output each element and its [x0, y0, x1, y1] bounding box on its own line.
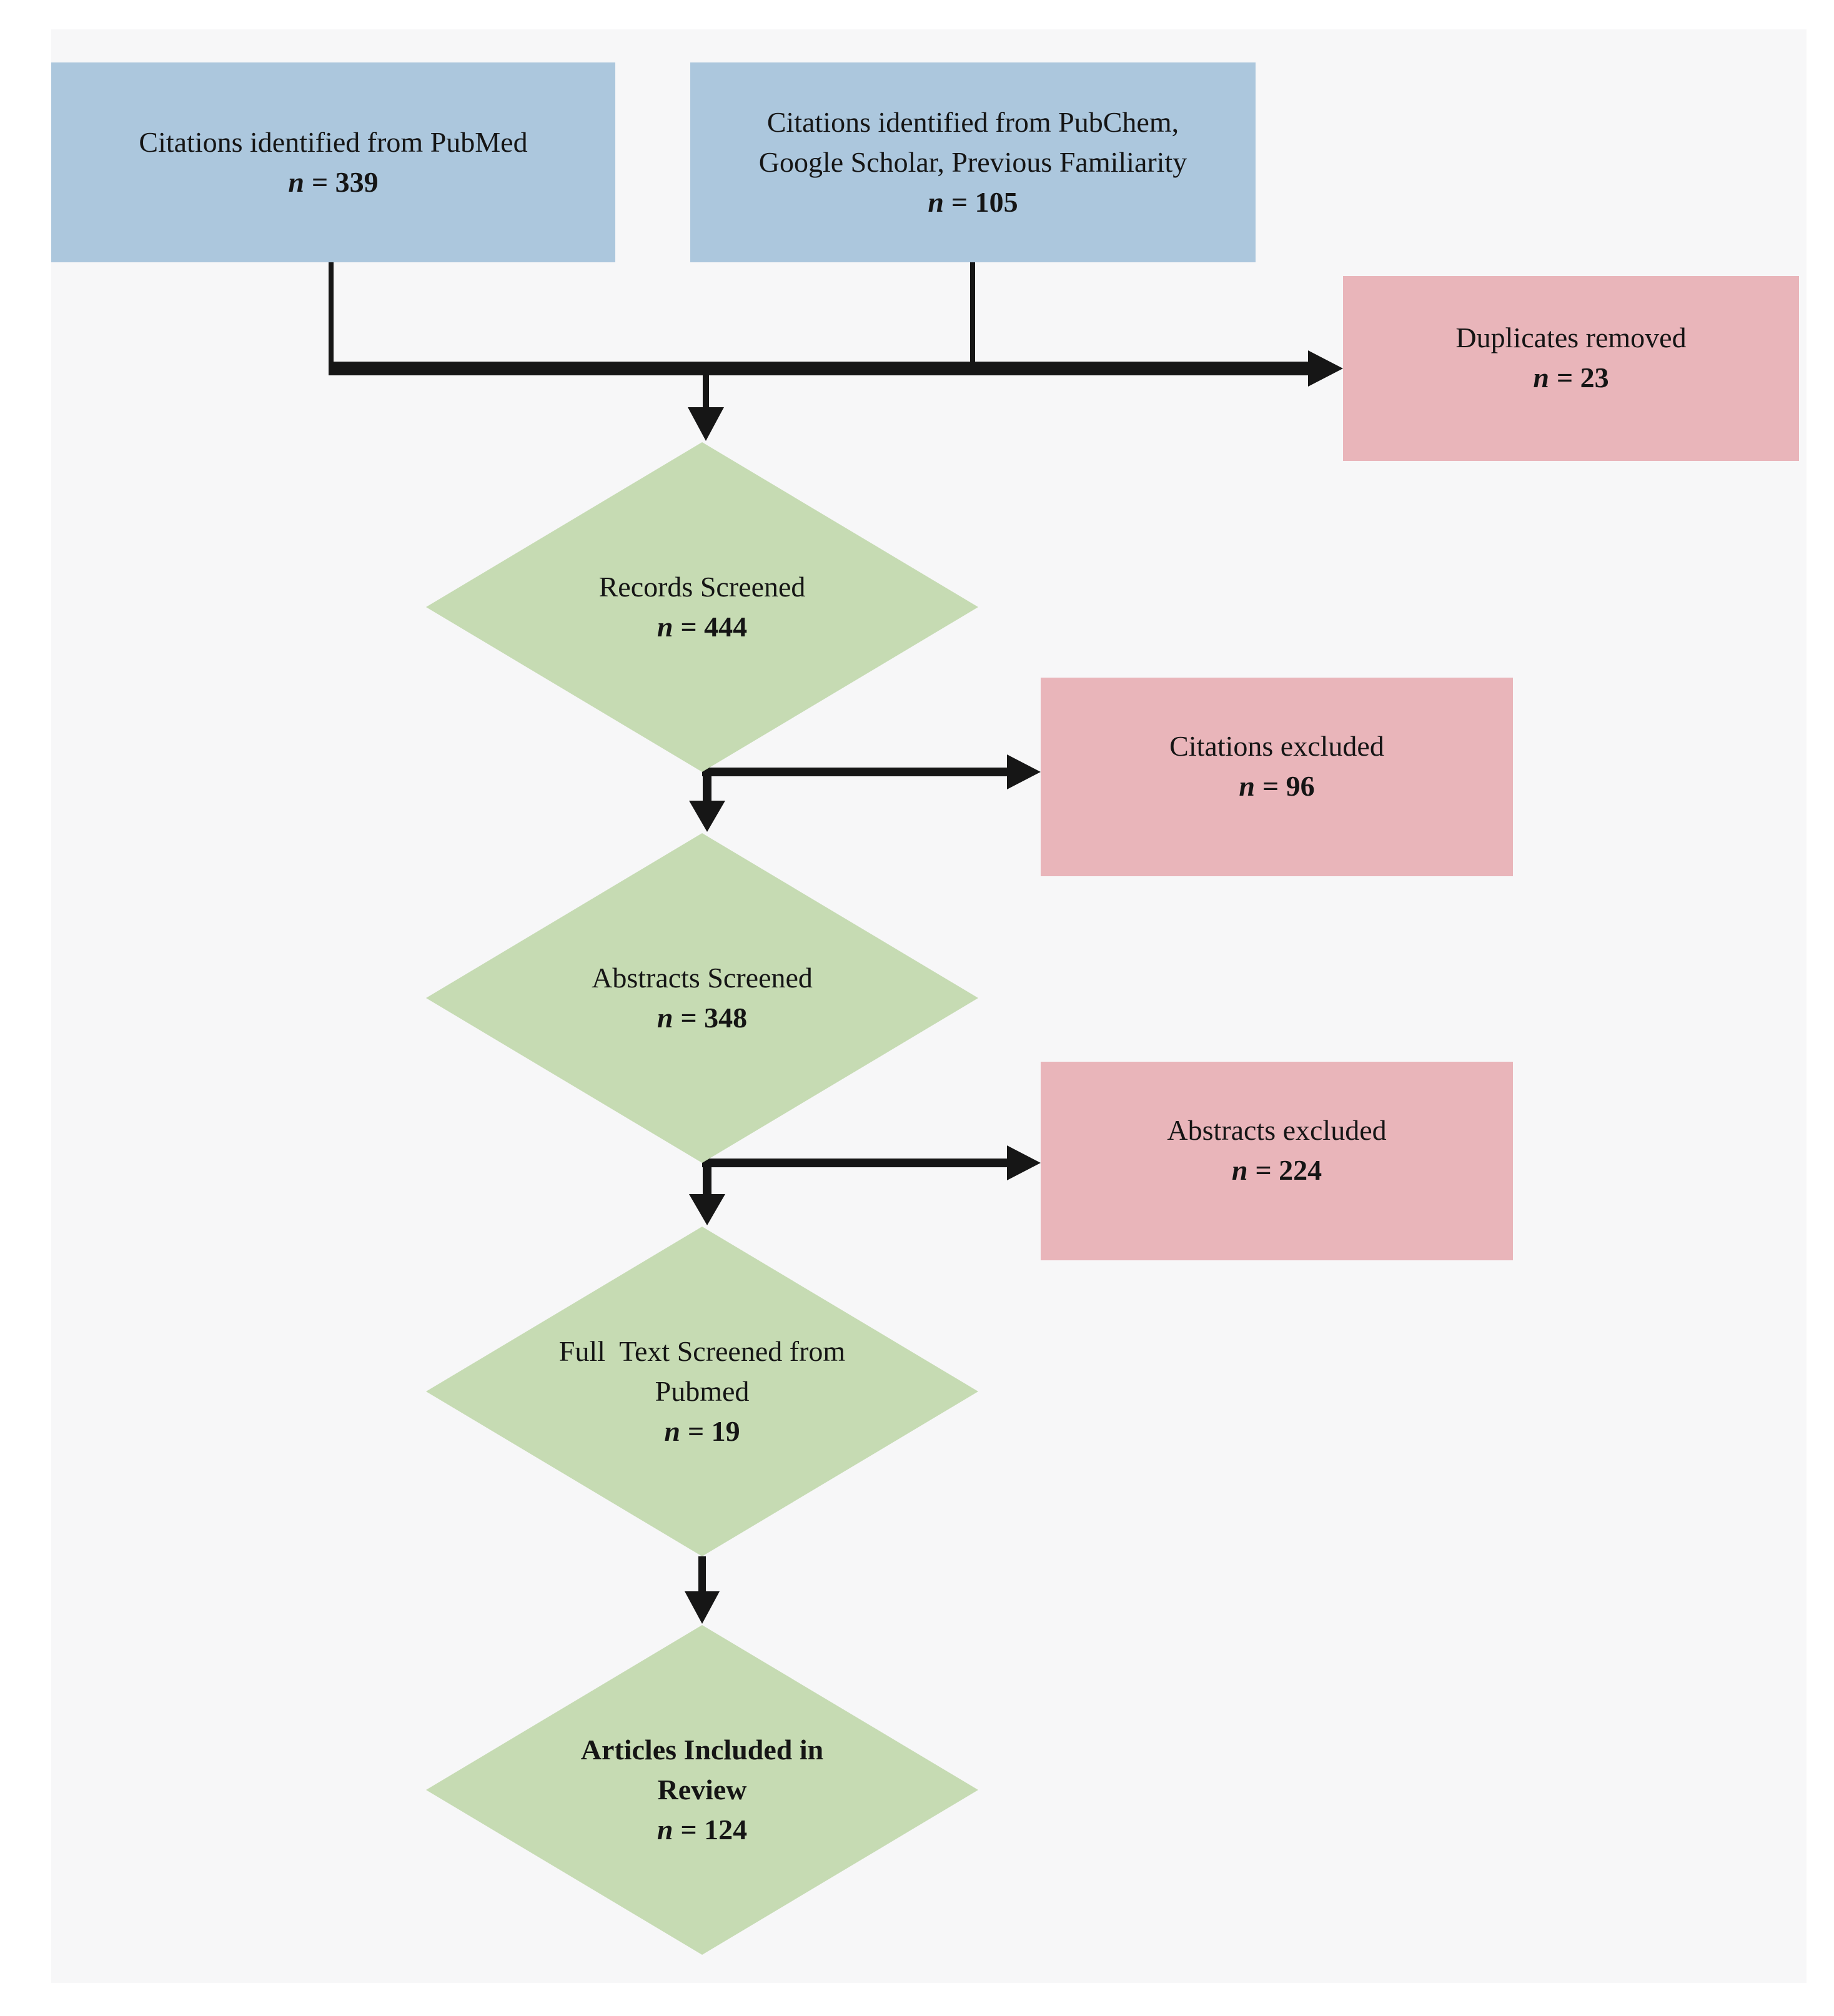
n-value: = 124: [680, 1814, 748, 1846]
node-title: Full Text Screened from: [558, 1335, 846, 1367]
n-symbol: n: [288, 166, 304, 198]
n-symbol: n: [928, 186, 944, 218]
n-value: = 23: [1556, 362, 1609, 393]
node-title: Abstracts excluded: [1167, 1114, 1387, 1146]
node-count: n= 23: [1533, 358, 1608, 398]
node-count: n= 444: [657, 607, 747, 647]
node-count: n= 105: [928, 182, 1018, 222]
n-symbol: n: [1533, 362, 1549, 393]
n-value: = 96: [1262, 770, 1315, 802]
node-title: Articles Included in: [580, 1734, 824, 1766]
node-count: n= 96: [1239, 766, 1314, 806]
n-value: = 348: [680, 1002, 748, 1034]
node-count: n= 19: [664, 1411, 740, 1451]
node-title: Pubmed: [655, 1375, 750, 1407]
node-title: Review: [657, 1774, 747, 1806]
n-symbol: n: [657, 1814, 673, 1846]
n-symbol: n: [657, 611, 673, 643]
node-title: Google Scholar, Previous Familiarity: [758, 146, 1187, 178]
n-symbol: n: [657, 1002, 673, 1034]
node-title: Duplicates removed: [1455, 322, 1687, 353]
node-title: Citations identified from PubChem,: [766, 106, 1179, 138]
n-symbol: n: [1239, 770, 1255, 802]
node-count: n= 124: [657, 1810, 747, 1850]
n-value: = 19: [687, 1415, 740, 1447]
node-title: Citations identified from PubMed: [139, 126, 528, 158]
exclusion-box-abstracts-excluded: Abstracts excluded n= 224: [1041, 1062, 1513, 1260]
n-value: = 444: [680, 611, 748, 643]
node-count: n= 348: [657, 998, 747, 1038]
node-count: n= 339: [288, 162, 378, 202]
node-title: Abstracts Screened: [592, 962, 813, 994]
node-title: Citations excluded: [1169, 730, 1384, 762]
source-box-other-databases: Citations identified from PubChem, Googl…: [690, 62, 1256, 262]
exclusion-box-citations-excluded: Citations excluded n= 96: [1041, 678, 1513, 876]
n-value: = 339: [311, 166, 379, 198]
n-value: = 105: [951, 186, 1018, 218]
source-box-pubmed: Citations identified from PubMed n= 339: [51, 62, 615, 262]
exclusion-box-duplicates-removed: Duplicates removed n= 23: [1343, 276, 1799, 461]
node-title: Records Screened: [598, 571, 806, 603]
n-value: = 224: [1255, 1154, 1322, 1186]
n-symbol: n: [664, 1415, 680, 1447]
n-symbol: n: [1231, 1154, 1248, 1186]
node-count: n= 224: [1232, 1150, 1322, 1190]
